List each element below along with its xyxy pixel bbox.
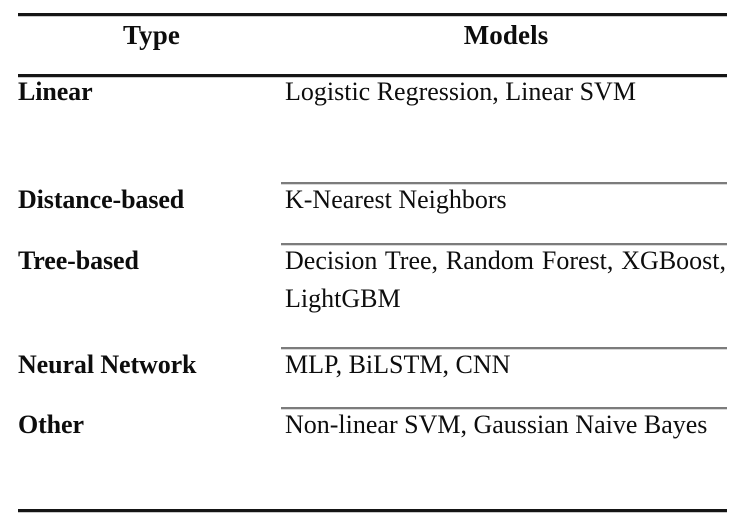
model-types-table: Type Models Linear Logistic Regression, … <box>18 0 727 496</box>
table-row: Distance-based K-Nearest Neighbors <box>18 169 727 230</box>
column-header-models-label: Models <box>463 20 549 50</box>
row-type-label: Neural Network <box>18 350 197 379</box>
table-head: Type Models <box>18 0 727 61</box>
table-row: Linear Logistic Regression, Linear SVM <box>18 61 727 169</box>
cell-models: Logistic Regression, Linear SVM <box>285 61 727 169</box>
table-header-row: Type Models <box>18 0 727 61</box>
table-top-rule <box>18 13 727 16</box>
row-models-value: Decision Tree, Random Forest, XGBoost, L… <box>285 246 726 313</box>
row-type-label: Tree-based <box>18 246 139 275</box>
row-separator-rule <box>281 243 727 245</box>
row-type-label: Other <box>18 410 84 439</box>
row-models-value: K-Nearest Neighbors <box>285 185 507 214</box>
row-type-label: Distance-based <box>18 185 185 214</box>
cell-models: Decision Tree, Random Forest, XGBoost, L… <box>285 230 727 334</box>
column-header-type-label: Type <box>123 20 180 50</box>
table-body: Linear Logistic Regression, Linear SVM D… <box>18 61 727 496</box>
row-models-value: Non-linear SVM, Gaussian Naive Bayes <box>285 410 708 439</box>
table-row: Other Non-linear SVM, Gaussian Naive Bay… <box>18 394 727 496</box>
table-row: Neural Network MLP, BiLSTM, CNN <box>18 334 727 394</box>
cell-type: Other <box>18 394 285 496</box>
cell-type: Distance-based <box>18 169 285 230</box>
cell-type: Neural Network <box>18 334 285 394</box>
table-header-rule <box>18 74 727 77</box>
column-header-type: Type <box>18 0 285 61</box>
row-separator-rule <box>281 407 727 409</box>
row-separator-rule <box>281 182 727 184</box>
cell-models: K-Nearest Neighbors <box>285 169 727 230</box>
cell-type: Linear <box>18 61 285 169</box>
row-type-label: Linear <box>18 77 93 106</box>
column-header-models: Models <box>285 0 727 61</box>
cell-models: MLP, BiLSTM, CNN <box>285 334 727 394</box>
cell-type: Tree-based <box>18 230 285 334</box>
table-bottom-rule <box>18 509 727 512</box>
row-separator-rule <box>281 347 727 349</box>
row-models-value: MLP, BiLSTM, CNN <box>285 350 511 379</box>
table-row: Tree-based Decision Tree, Random Forest,… <box>18 230 727 334</box>
cell-models: Non-linear SVM, Gaussian Naive Bayes <box>285 394 727 496</box>
row-models-value: Logistic Regression, Linear SVM <box>285 77 636 106</box>
